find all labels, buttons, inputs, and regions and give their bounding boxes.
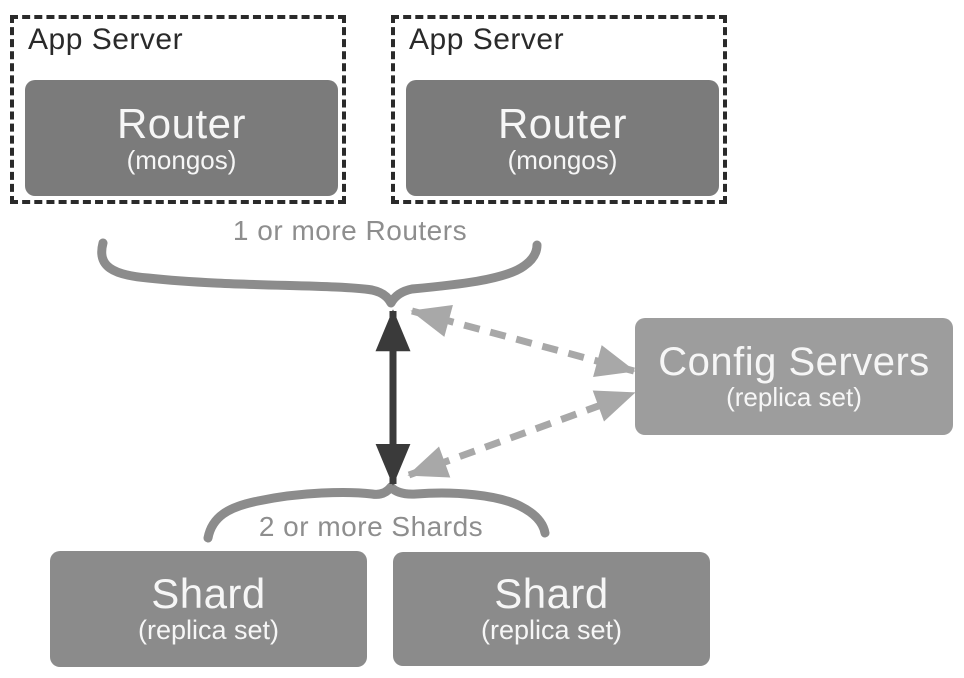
shard-subtitle: (replica set) bbox=[137, 615, 280, 646]
app-server-box-1: App Server Router (mongos) bbox=[10, 15, 346, 204]
router-subtitle: (mongos) bbox=[507, 144, 618, 175]
app-server-label: App Server bbox=[409, 23, 565, 56]
routers-config-dashed-arrow bbox=[410, 304, 636, 378]
shard-title: Shard bbox=[151, 570, 266, 618]
router-node-2: Router (mongos) bbox=[406, 80, 719, 196]
shard-title: Shard bbox=[494, 570, 609, 618]
router-title: Router bbox=[116, 99, 247, 147]
shard-node-1: Shard (replica set) bbox=[50, 551, 367, 667]
routers-brace bbox=[97, 238, 542, 308]
config-servers-title: Config Servers bbox=[658, 340, 930, 385]
shard-subtitle: (replica set) bbox=[480, 615, 623, 646]
shards-config-dashed-arrow bbox=[407, 389, 636, 479]
config-servers-node: Config Servers (replica set) bbox=[635, 318, 953, 435]
shards-brace bbox=[203, 482, 550, 543]
app-server-box-2: App Server Router (mongos) bbox=[391, 15, 727, 204]
router-subtitle: (mongos) bbox=[126, 144, 237, 175]
routers-brace-caption: 1 or more Routers bbox=[232, 215, 468, 246]
shard-node-2: Shard (replica set) bbox=[393, 552, 710, 666]
config-servers-subtitle: (replica set) bbox=[726, 382, 862, 413]
router-node-1: Router (mongos) bbox=[25, 80, 338, 196]
router-title: Router bbox=[497, 99, 628, 147]
app-server-label: App Server bbox=[28, 23, 184, 56]
shards-brace-caption: 2 or more Shards bbox=[258, 511, 484, 542]
